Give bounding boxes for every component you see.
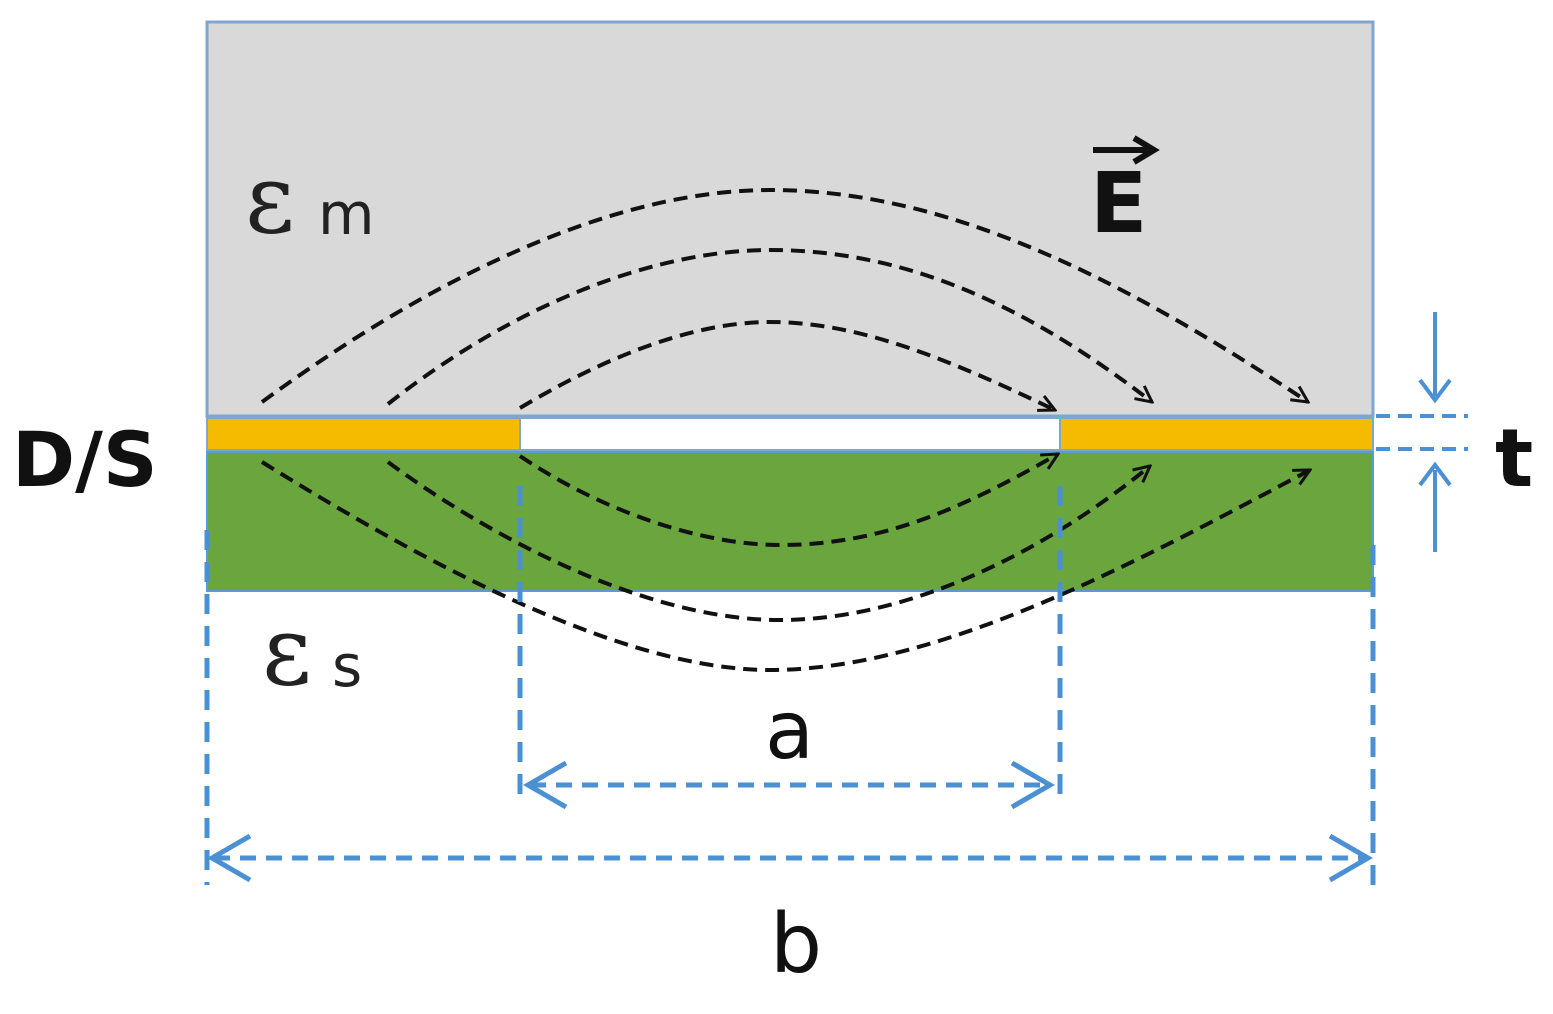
eps-m-symbol: ε bbox=[245, 143, 295, 255]
arrowhead-icon bbox=[523, 760, 568, 810]
arrowhead-icon bbox=[1010, 760, 1055, 810]
eps-s-symbol: ε bbox=[262, 595, 312, 707]
eps-m-subscript: m bbox=[318, 180, 375, 248]
field-line bbox=[260, 460, 1310, 673]
thickness-label: t bbox=[1495, 412, 1533, 505]
width-label: b bbox=[770, 897, 822, 992]
arrowhead-icon bbox=[207, 833, 252, 883]
field-label: E bbox=[1090, 154, 1147, 252]
field-line bbox=[518, 319, 1055, 410]
right-electrode bbox=[1059, 417, 1374, 451]
field-line bbox=[518, 452, 1058, 548]
dimension-t bbox=[1376, 312, 1468, 552]
arrowhead-icon bbox=[1418, 461, 1452, 487]
field-lines-upper bbox=[260, 187, 1308, 410]
field-line bbox=[260, 187, 1308, 402]
substrate-region bbox=[206, 451, 1374, 592]
dimension-guides bbox=[204, 486, 1376, 885]
left-electrode bbox=[206, 417, 521, 451]
gap-region bbox=[519, 417, 1061, 451]
dimension-a bbox=[523, 760, 1055, 810]
medium-region bbox=[205, 20, 1375, 418]
arrowhead-icon bbox=[1418, 378, 1452, 404]
field-line bbox=[386, 460, 1150, 623]
field-line bbox=[386, 247, 1152, 406]
eps-s-subscript: s bbox=[332, 632, 362, 700]
arrowhead-icon bbox=[1328, 833, 1373, 883]
electrode-label: D/S bbox=[12, 415, 158, 504]
gap-label: a bbox=[765, 684, 814, 777]
dimension-b bbox=[207, 833, 1373, 883]
field-lines-lower bbox=[260, 452, 1310, 673]
vector-arrow-icon bbox=[1093, 135, 1160, 165]
